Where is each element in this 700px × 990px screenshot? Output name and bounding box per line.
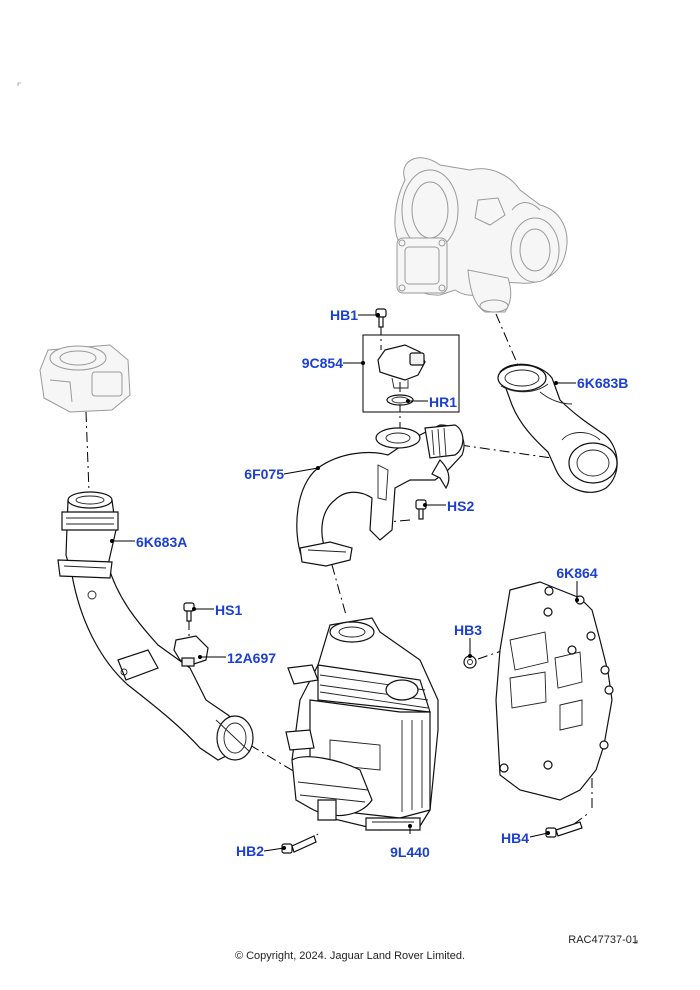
leader-lines bbox=[110, 313, 579, 852]
bolt-hb1 bbox=[375, 308, 387, 328]
callout-hb1: HB1 bbox=[330, 307, 358, 323]
charge-pipe-6f075 bbox=[296, 424, 465, 567]
callout-hr1: HR1 bbox=[429, 394, 457, 410]
intercooler-hose-6k683a bbox=[57, 491, 254, 761]
callout-labels: HB1 9C854 HR1 6K683B 6F075 HS2 6K683A HS… bbox=[136, 307, 628, 860]
callout-6k683b: 6K683B bbox=[577, 375, 628, 391]
corner-mark-bottom-right bbox=[634, 940, 638, 944]
bolt-hb4 bbox=[545, 821, 583, 838]
callout-hb4: HB4 bbox=[501, 830, 529, 846]
bolt-hs1 bbox=[183, 602, 195, 622]
turbocharger-ghost bbox=[394, 157, 568, 313]
callout-9l440: 9L440 bbox=[390, 844, 430, 860]
copyright-notice: © Copyright, 2024. Jaguar Land Rover Lim… bbox=[234, 950, 466, 962]
intercooler-9l440 bbox=[285, 617, 439, 831]
corner-mark-top-left bbox=[17, 82, 21, 86]
diagram-reference-number: RAC47737-01 bbox=[568, 934, 638, 946]
diverter-valve-9c854 bbox=[362, 334, 460, 413]
callout-6f075: 6F075 bbox=[244, 466, 284, 482]
screw-hs2 bbox=[415, 499, 427, 520]
callout-9c854: 9C854 bbox=[302, 355, 343, 371]
bolt-hb2 bbox=[281, 835, 317, 854]
callout-hb3: HB3 bbox=[454, 622, 482, 638]
callout-hs1: HS1 bbox=[215, 602, 242, 618]
callout-hb2: HB2 bbox=[236, 843, 264, 859]
callout-6k683a: 6K683A bbox=[136, 534, 187, 550]
intercooler-hose-6k683b bbox=[497, 363, 618, 493]
callout-hs2: HS2 bbox=[447, 498, 474, 514]
heat-shield-6k864 bbox=[495, 581, 614, 801]
callout-12a697: 12A697 bbox=[227, 650, 276, 666]
throttle-body-ghost bbox=[39, 344, 131, 413]
callout-6k864: 6K864 bbox=[556, 565, 597, 581]
